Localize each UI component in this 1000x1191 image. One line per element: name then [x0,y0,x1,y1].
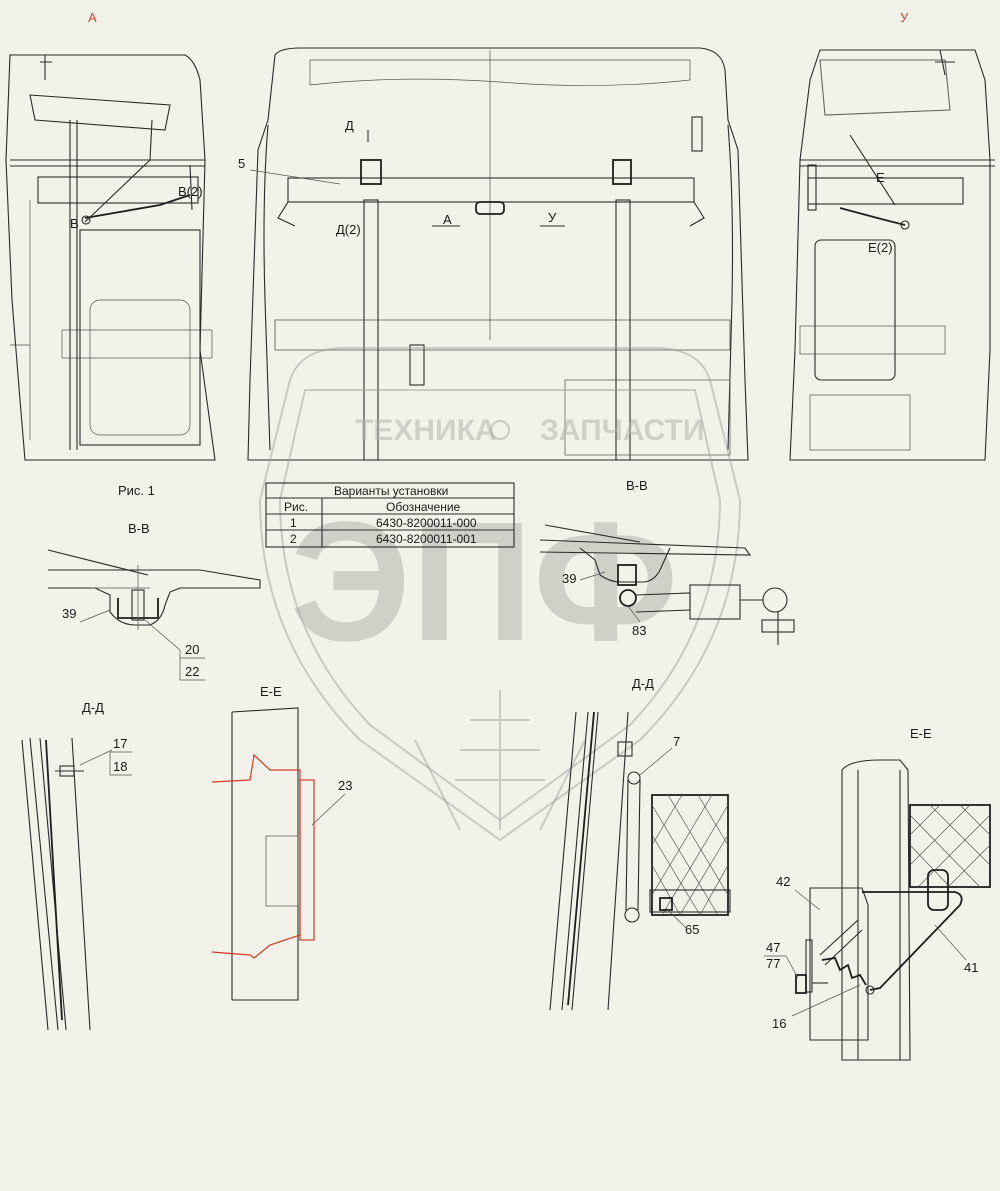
section-ee-right: Е-Е 42 47 77 41 16 [764,726,991,1061]
table-title: Варианты установки [334,484,448,498]
callout-65: 65 [685,922,699,937]
section-label-dd1: Д-Д [82,700,104,715]
callout-17: 17 [113,736,127,751]
callout-83: 83 [632,623,646,638]
view-u: У Е Е(2) [789,10,995,461]
callout-b: В [70,216,79,231]
callout-22: 22 [185,664,199,679]
callout-b2: В(2) [178,184,203,199]
table-header-code: Обозначение [386,500,461,514]
section-dd-left: Д-Д 17 18 [21,700,132,1031]
section-label-dd2: Д-Д [632,676,654,691]
callout-41: 41 [964,960,978,975]
table-cell-fig: 1 [290,516,297,530]
callout-47: 47 [766,940,780,955]
callout-42: 42 [776,874,790,889]
callout-d: Д [345,118,354,133]
arrow-label-u: У [548,210,557,225]
callout-d2: Д(2) [336,222,361,237]
callout-e2: Е(2) [868,240,893,255]
callout-16: 16 [772,1016,786,1031]
view-label-u: У [900,10,909,25]
table-cell-code: 6430-8200011-000 [376,516,477,530]
watermark-text-1: ТЕХНИКА [355,414,497,447]
callout-23: 23 [338,778,352,793]
section-bb-left: В-В 39 20 22 [47,521,261,681]
view-label-a: А [88,10,97,25]
watermark-logo: ЭПФ [290,487,678,677]
view-a: А В В(2) [5,10,216,461]
callout-20: 20 [185,642,199,657]
section-label-ee1: Е-Е [260,684,282,699]
section-label-bb2: В-В [626,478,648,493]
section-bb-right: В-В 39 83 [539,478,795,645]
arrow-label-a: А [443,212,452,227]
section-label-bb1: В-В [128,521,150,536]
figure-label: Рис. 1 [118,483,155,498]
watermark: ТЕХНИКА ЗАПЧАСТИ ЭПФ [258,347,742,842]
view-main: Д Д(2) 5 А У [238,47,749,461]
section-dd-right: Д-Д 7 65 [549,676,731,1011]
callout-e: Е [876,170,885,185]
callout-7: 7 [673,734,680,749]
section-ee-left: Е-Е 23 [211,684,352,1001]
callout-39a: 39 [62,606,76,621]
table-cell-fig: 2 [290,532,297,546]
callout-18: 18 [113,759,127,774]
callout-5: 5 [238,156,245,171]
section-label-ee2: Е-Е [910,726,932,741]
variants-table: Варианты установки Рис. Обозначение 1 64… [265,482,515,548]
callout-39b: 39 [562,571,576,586]
table-cell-code: 6430-8200011-001 [376,532,477,546]
watermark-text-2: ЗАПЧАСТИ [540,414,704,447]
callout-77: 77 [766,956,780,971]
table-header-fig: Рис. [284,500,308,514]
